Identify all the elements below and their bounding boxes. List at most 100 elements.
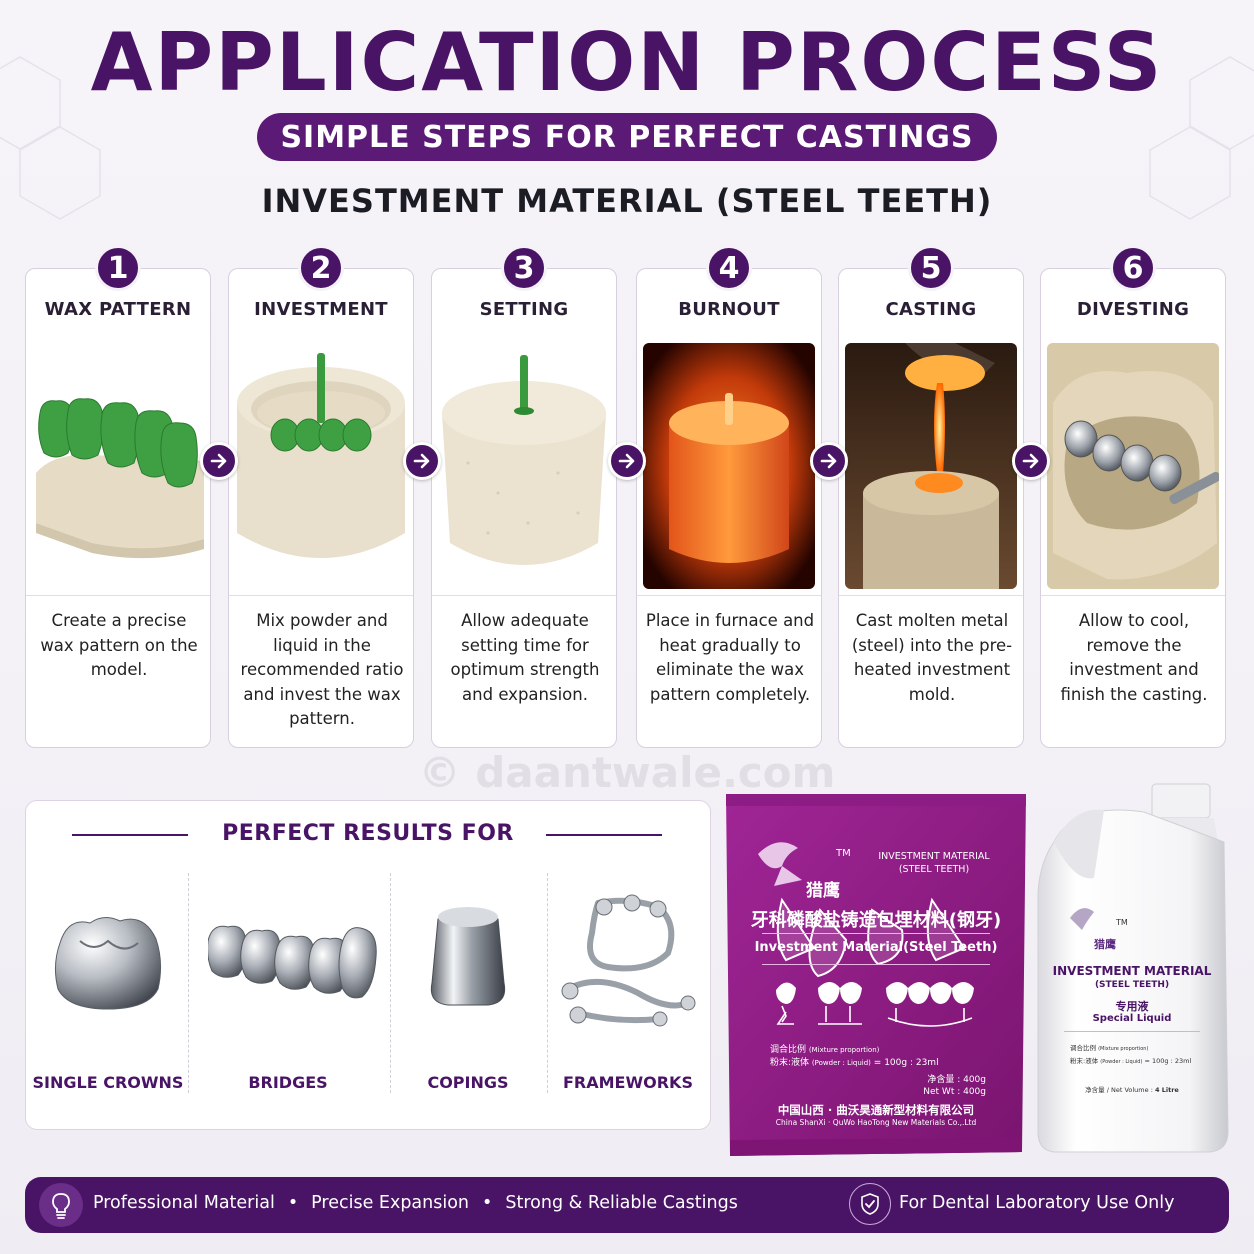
bag-company-en: China ShanXi · QuWo HaoTong New Material… (775, 1118, 977, 1127)
bag-ratio-en: (Powder : Liquid) (811, 1059, 871, 1067)
arrow-right-icon (403, 442, 441, 480)
bag-corner-title-text: INVESTMENT MATERIAL (878, 851, 990, 862)
bottle-volume: 净含量 / Net Volume : 4 Litre (1034, 1084, 1230, 1094)
bottle-volume-val: 4 Litre (1154, 1086, 1179, 1094)
results-panel: PERFECT RESULTS FOR SINGLE CROWNS (25, 800, 711, 1130)
step-card-investment: 2 INVESTMENT Mix powder and liquid in th… (228, 245, 414, 748)
result-bridges: BRIDGES (207, 893, 377, 1103)
bag-ratio-val: = 100g : 23ml (873, 1058, 939, 1068)
result-frameworks: FRAMEWORKS (548, 893, 708, 1103)
card-divider (839, 595, 1023, 596)
result-label: COPINGS (427, 1073, 509, 1092)
step-title: SETTING (479, 299, 569, 320)
section-heading: INVESTMENT MATERIAL (STEEL TEETH) (261, 182, 993, 220)
bottle-title: INVESTMENT MATERIAL (1052, 964, 1212, 978)
bag-net-cn: 净含量 : 400g (927, 1075, 986, 1085)
bottle-liquid-cn: 专用液 (1115, 1000, 1149, 1013)
subtitle-text: SIMPLE STEPS FOR PERFECT CASTINGS (280, 119, 974, 155)
bottle-ratio-cn: 粉末:液体 (1070, 1057, 1099, 1065)
bag-mixture: 调合比例 (Mixture proportion) 粉末:液体 (Powder … (770, 1044, 939, 1070)
bottle-brand: 猎鹰 (1094, 938, 1116, 951)
bag-net: 净含量 : 400g Net Wt : 400g (923, 1074, 986, 1098)
bag-divider (762, 964, 990, 965)
bridge-icon (207, 893, 377, 1043)
crown-icon (28, 893, 188, 1043)
casting-image (845, 343, 1017, 589)
card-divider (432, 595, 616, 596)
burnout-image (643, 343, 815, 589)
separator (188, 873, 189, 1093)
step-card-burnout: 4 BURNOUT Place in furnace and he (636, 245, 822, 748)
step-description: Create a precise wax pattern on the mode… (40, 611, 198, 679)
investment-image (235, 343, 407, 589)
feature-separator: • (287, 1193, 299, 1213)
title-rule-left (72, 834, 188, 836)
separator (390, 873, 391, 1093)
bottle-liquid-en: Special Liquid (1092, 1013, 1172, 1024)
product-bottle: TM 猎鹰 INVESTMENT MATERIAL (STEEL TEETH) … (1034, 782, 1230, 1158)
bag-brand: 猎鹰 (806, 881, 840, 901)
step-description: Cast molten metal (steel) into the pre-h… (851, 611, 1013, 704)
step-number: 6 (1110, 245, 1156, 291)
bag-company-cn: 中国山西 · 曲沃昊通新型材料有限公司 (777, 1103, 975, 1117)
step-number: 5 (908, 245, 954, 291)
result-label: FRAMEWORKS (563, 1073, 693, 1092)
feature-list: Professional Material • Precise Expansio… (93, 1193, 738, 1213)
bottle-mix-cn: 调合比例 (1070, 1044, 1096, 1052)
step-title: CASTING (885, 299, 977, 320)
bottom-feature-bar: Professional Material • Precise Expansio… (25, 1177, 1229, 1233)
arrow-right-icon (200, 442, 238, 480)
card-divider (1041, 595, 1225, 596)
bag-net-en: Net Wt : 400g (923, 1087, 986, 1097)
feature-item: Precise Expansion (311, 1193, 470, 1213)
bag-tm: TM (836, 848, 851, 859)
results-title: PERFECT RESULTS FOR (222, 821, 514, 846)
framework-icon (548, 893, 708, 1043)
separator (547, 873, 548, 1093)
bottle-tm: TM (1116, 918, 1128, 927)
divesting-image (1047, 343, 1219, 589)
bottle-volume-cn: 净含量 (1085, 1086, 1105, 1094)
step-title: BURNOUT (678, 299, 780, 320)
bottle-mix-en: (Mixture proportion) (1098, 1046, 1149, 1052)
bag-corner-title: INVESTMENT MATERIAL (STEEL TEETH) (872, 850, 996, 876)
result-label: BRIDGES (248, 1073, 328, 1092)
step-card-casting: 5 CASTING Cast molten metal (steel (838, 245, 1024, 748)
bottle-ratio-en: (Powder : Liquid) (1100, 1059, 1143, 1065)
step-number: 2 (298, 245, 344, 291)
result-single-crowns: SINGLE CROWNS (28, 893, 188, 1103)
setting-image (438, 343, 610, 589)
card-divider (637, 595, 821, 596)
product-bag: TM 猎鹰 INVESTMENT MATERIAL (STEEL TEETH) … (722, 790, 1030, 1160)
wax-pattern-image (32, 343, 204, 589)
bag-ratio-cn: 粉末:液体 (770, 1058, 810, 1068)
step-card-setting: 3 SETTING Allow adequate setting time fo… (431, 245, 617, 748)
result-copings: COPINGS (388, 893, 548, 1103)
bottle-volume-en: / Net Volume : (1106, 1086, 1153, 1094)
step-card-wax-pattern: 1 WAX PATTERN Create a precise wax patte… (25, 245, 211, 748)
step-description: Allow adequate setting time for optimum … (450, 611, 600, 704)
bag-divider (762, 933, 990, 934)
result-label: SINGLE CROWNS (32, 1073, 184, 1092)
step-description: Mix powder and liquid in the recommended… (240, 611, 404, 728)
lightbulb-icon (39, 1183, 83, 1227)
page-title: APPLICATION PROCESS (90, 16, 1164, 109)
bag-corner-sub-text: (STEEL TEETH) (898, 864, 970, 875)
title-rule-right (546, 834, 662, 836)
feature-item: Strong & Reliable Castings (505, 1193, 738, 1213)
arrow-right-icon (810, 442, 848, 480)
card-divider (229, 595, 413, 596)
step-number: 3 (501, 245, 547, 291)
bottle-divider (1064, 1031, 1200, 1032)
step-card-divesting: 6 DIVESTING Allow to cool, (1040, 245, 1226, 748)
card-divider (26, 595, 210, 596)
step-number: 4 (706, 245, 752, 291)
step-title: WAX PATTERN (44, 299, 192, 320)
bag-name-en: Investment Material(Steel Teeth) (754, 940, 998, 955)
bag-mix-cn: 调合比例 (770, 1045, 807, 1055)
bottle-ratio-val: = 100g : 23ml (1144, 1057, 1192, 1065)
arrow-right-icon (608, 442, 646, 480)
subtitle-banner: SIMPLE STEPS FOR PERFECT CASTINGS (257, 113, 997, 161)
feature-item: Professional Material (93, 1193, 275, 1213)
step-description: Place in furnace and heat gradually to e… (645, 611, 815, 704)
